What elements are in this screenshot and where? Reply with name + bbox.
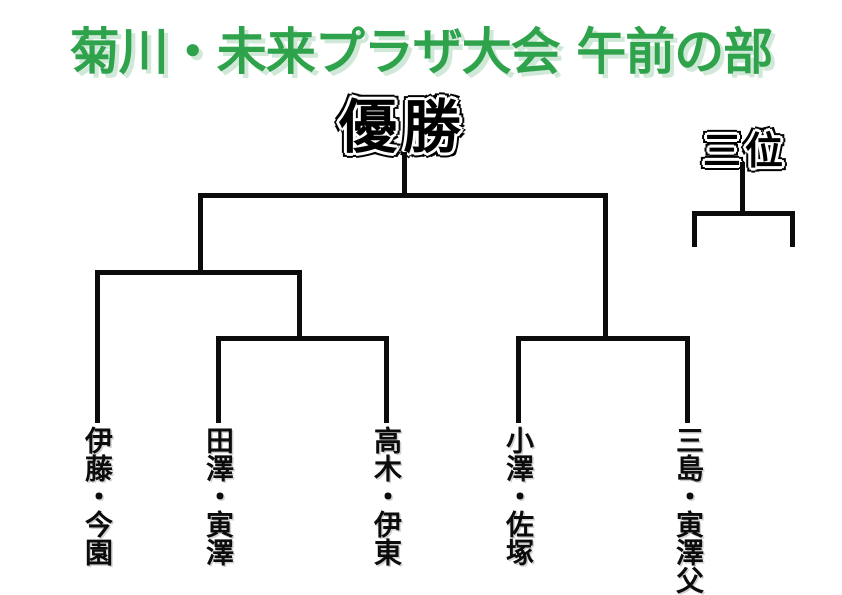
third-place-left-vertical-line	[692, 211, 697, 247]
left-semifinal-horizontal-line	[95, 270, 302, 275]
third-place-horizontal-line	[692, 211, 795, 216]
team4-vertical-line	[516, 336, 521, 423]
team-name-1: 伊藤・今園	[81, 426, 114, 566]
team5-vertical-line	[685, 336, 690, 423]
team-name-5: 三島・寅澤父	[672, 426, 705, 594]
tournament-title: 菊川・未来プラザ大会 午前の部	[69, 23, 773, 81]
third-place-stem-line	[740, 162, 745, 216]
third-place-label: 三位	[702, 129, 788, 173]
team-name-4: 小澤・佐塚	[502, 426, 535, 566]
left-semifinal-vertical-line	[198, 193, 203, 275]
third-place-right-vertical-line	[790, 211, 795, 247]
right-semifinal-horizontal-line	[516, 336, 690, 341]
team3-vertical-line	[384, 336, 389, 423]
team2-vertical-line	[216, 336, 221, 423]
final-horizontal-line	[198, 193, 608, 198]
right-semifinal-vertical-line	[603, 193, 608, 341]
team-name-3: 高木・伊東	[370, 426, 403, 566]
champion-label: 優勝	[338, 93, 468, 161]
left-quarterfinal-horizontal-line	[216, 336, 389, 341]
left-quarterfinal-vertical-line	[297, 270, 302, 341]
champion-stem-line	[402, 152, 407, 198]
team1-vertical-line	[95, 270, 100, 423]
team-name-2: 田澤・寅澤	[202, 426, 235, 566]
